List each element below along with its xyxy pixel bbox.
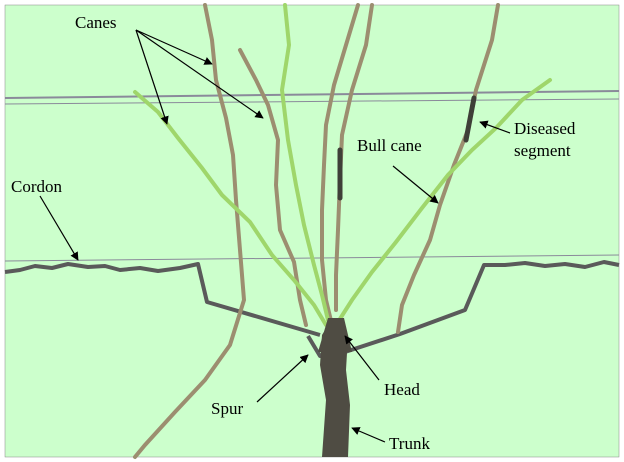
label-canes: Canes xyxy=(75,13,117,33)
label-segment: segment xyxy=(514,141,571,161)
label-trunk: Trunk xyxy=(389,434,430,454)
background-panel xyxy=(5,5,619,457)
label-bull-cane: Bull cane xyxy=(357,136,422,156)
label-head: Head xyxy=(384,380,420,400)
label-diseased: Diseased xyxy=(514,119,575,139)
label-cordon: Cordon xyxy=(11,177,62,197)
label-spur: Spur xyxy=(211,399,243,419)
